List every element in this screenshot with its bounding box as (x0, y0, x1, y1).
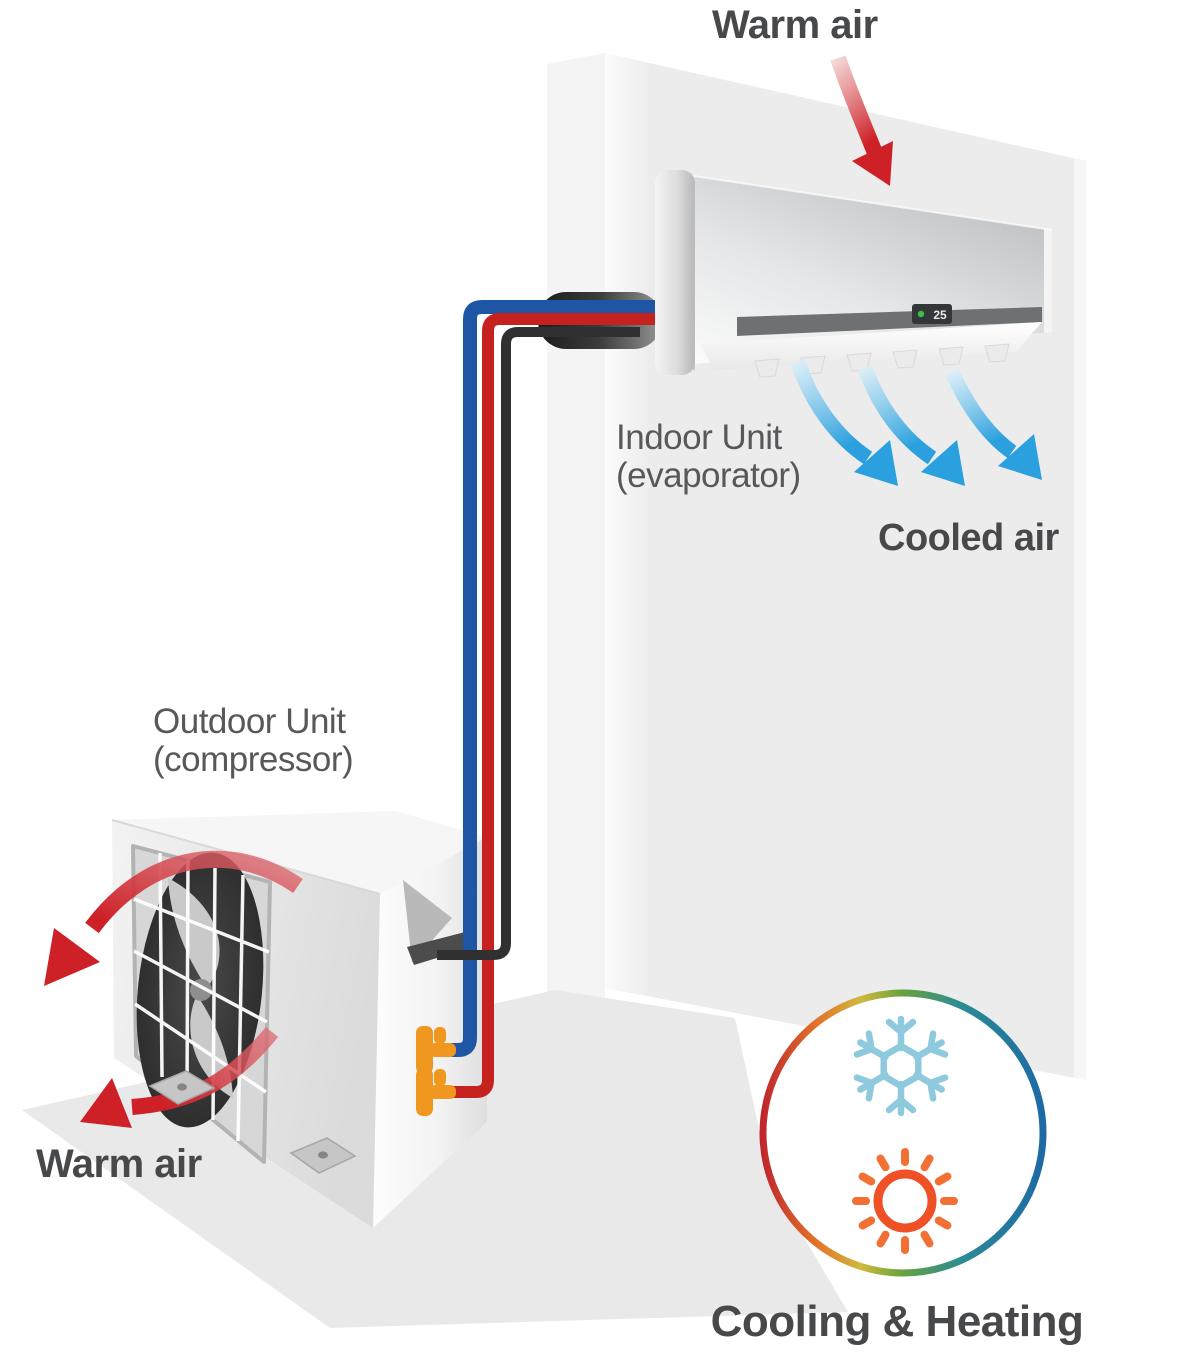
wall-side-face (547, 53, 605, 1072)
valve-red-line (416, 1068, 456, 1116)
pipe-black (437, 327, 640, 960)
wall-left-highlight (605, 53, 652, 996)
label-indoor-unit-line1: Indoor Unit (616, 418, 782, 457)
label-cooling-heating: Cooling & Heating (710, 1297, 1084, 1346)
label-indoor-unit: Indoor Unit (evaporator) (616, 419, 801, 495)
indoor-unit-display: 25 (912, 304, 952, 324)
label-outdoor-unit: Outdoor Unit (compressor) (153, 702, 354, 779)
label-outdoor-unit-line1: Outdoor Unit (153, 702, 346, 741)
outdoor-unit (111, 811, 487, 1228)
refrigerant-pipes (437, 300, 658, 1098)
pipe-blue (450, 300, 658, 1057)
warm-air-in-arrow (830, 55, 893, 186)
label-warm-air-top: Warm air (712, 3, 878, 47)
pipe-bracket (403, 880, 473, 965)
wall-right-highlight (1074, 158, 1086, 1080)
valve-blue-line (416, 1026, 456, 1074)
fan-blade-highlight (168, 878, 220, 988)
warm-air-out-arrow-upper (85, 850, 303, 934)
indoor-unit-top-highlight (693, 175, 1053, 231)
warm-air-in-arrowhead (852, 141, 893, 186)
label-warm-air-bottom: Warm air (36, 1142, 202, 1186)
indoor-unit: 25 (655, 170, 1053, 378)
display-temperature: 25 (933, 308, 947, 322)
outdoor-unit-top-face (112, 811, 487, 894)
mounting-pads (148, 1070, 357, 1174)
fan-grille (131, 844, 272, 1164)
label-outdoor-unit-line2: (compressor) (153, 739, 354, 779)
service-valves (416, 1026, 456, 1116)
pipe-red (452, 313, 658, 1098)
cooled-air-arrows (790, 359, 1042, 486)
label-cooled-air: Cooled air (878, 517, 1059, 559)
indoor-unit-fins (754, 343, 1010, 378)
indoor-unit-end-cap (655, 170, 695, 375)
power-led (917, 310, 925, 318)
sun-icon (856, 1152, 954, 1250)
warm-air-out-arrowhead-upper (44, 928, 100, 986)
warm-air-out-arrowhead-lower (80, 1078, 132, 1128)
cooling-heating-badge (759, 989, 1047, 1277)
indoor-unit-flap (700, 322, 1042, 370)
indoor-unit-right-edge (1044, 229, 1052, 333)
indoor-unit-louver-strip (737, 307, 1042, 336)
label-indoor-unit-line2: (evaporator) (616, 455, 801, 495)
snowflake-icon (854, 1019, 947, 1113)
